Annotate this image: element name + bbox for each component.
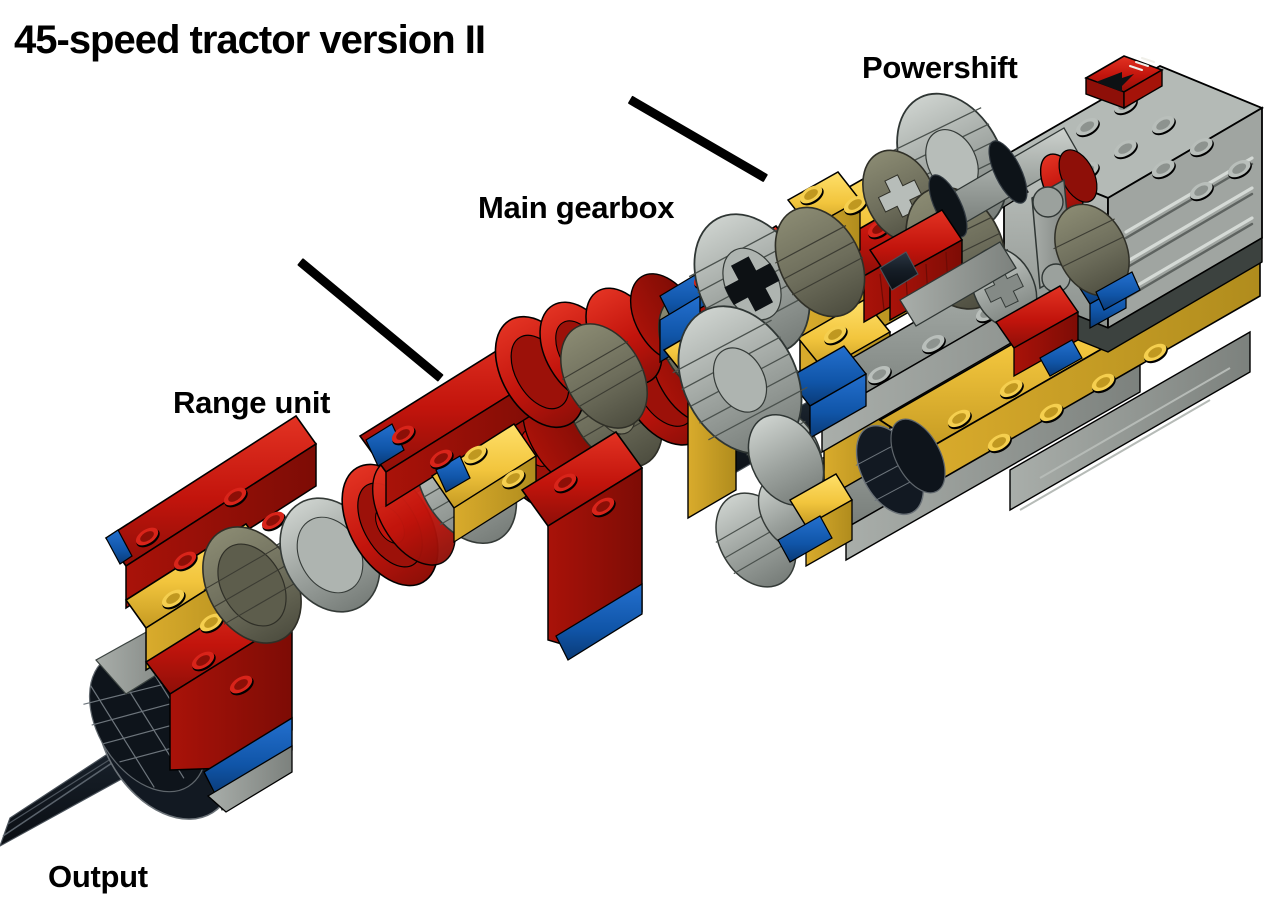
red-switch-plate xyxy=(1084,55,1164,110)
range-unit-upper-wall xyxy=(358,328,644,661)
page-title: 45-speed tractor version II xyxy=(14,18,486,62)
label-main-gearbox: Main gearbox xyxy=(478,190,675,225)
label-range-unit: Range unit xyxy=(173,385,331,420)
powershift-gear-train xyxy=(862,92,1141,378)
label-output: Output xyxy=(48,859,148,894)
main-gearbox-gears xyxy=(672,206,866,507)
axle-stub xyxy=(879,251,919,291)
main-gearbox-lower xyxy=(777,418,946,568)
label-powershift: Powershift xyxy=(862,50,1018,85)
